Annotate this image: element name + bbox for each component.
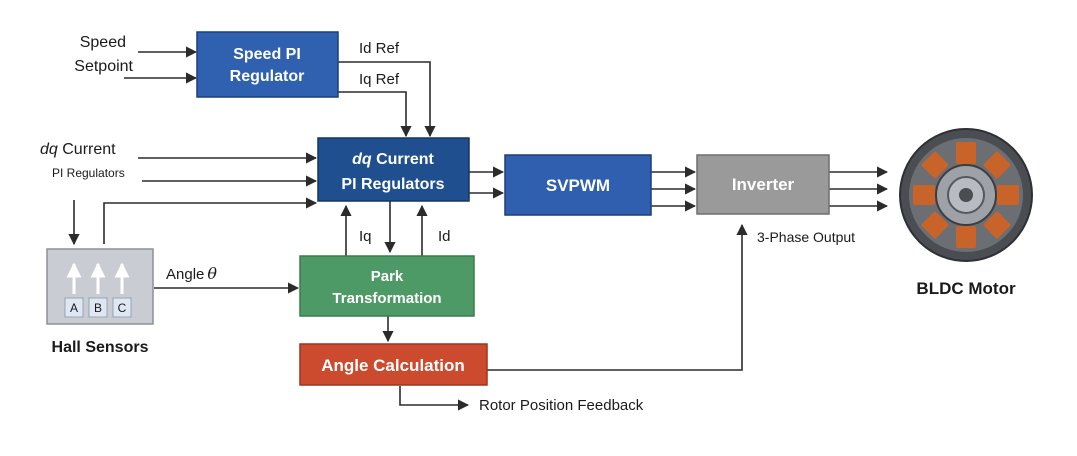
angle-calculation-block: Angle Calculation xyxy=(299,343,488,386)
park-transformation-block: Park Transformation xyxy=(299,255,475,317)
speed-pi-line1: Speed PI xyxy=(233,46,301,63)
hall-sensors-label: Hall Sensors xyxy=(52,339,149,356)
id-label: Id xyxy=(438,228,451,245)
svpwm-block: SVPWM xyxy=(504,154,652,216)
speed-pi-regulator-block: Speed PI Regulator xyxy=(196,31,339,98)
three-phase-label: 3-Phase Output xyxy=(757,229,855,245)
hall-channel-c-box xyxy=(112,297,132,318)
park-line2: Transformation xyxy=(332,290,441,307)
iq-ref-arrow xyxy=(338,91,412,138)
hall-channel-c: C xyxy=(118,301,127,315)
hall-channel-b: B xyxy=(94,301,102,315)
dq-block-italic: dq xyxy=(352,151,372,168)
park-line1: Park xyxy=(371,268,404,285)
iq-ref-label: Iq Ref xyxy=(359,71,400,88)
rotor-feedback-arrow xyxy=(399,386,470,411)
dq-current-rest: Current xyxy=(58,141,116,158)
hall-channel-a-box xyxy=(64,297,84,318)
angle-calc-label: Angle Calculation xyxy=(321,356,465,375)
motor-stator-coils xyxy=(913,142,1019,248)
theta-symbol: θ xyxy=(207,264,217,283)
rotor-feedback-label: Rotor Position Feedback xyxy=(479,397,644,414)
speed-label: Speed xyxy=(80,34,126,51)
dq-block-line2: PI Regulators xyxy=(341,176,444,193)
connection-lines xyxy=(68,46,889,411)
svpwm-label: SVPWM xyxy=(546,176,610,195)
text-labels: Speed Setpoint Id Ref Iq Ref dq Current … xyxy=(40,34,1016,414)
setpoint-label: Setpoint xyxy=(74,58,133,75)
hall-feedback-arrow xyxy=(103,197,318,244)
pi-regulators-label: PI Regulators xyxy=(52,166,125,180)
bldc-motor-icon xyxy=(899,128,1033,262)
dq-current-italic: dq xyxy=(40,141,58,158)
angle-calc-to-inverter-arrow xyxy=(487,223,748,371)
inverter-label: Inverter xyxy=(732,175,795,194)
dq-current-label: dq Current xyxy=(40,141,116,158)
iq-label: Iq xyxy=(359,228,372,245)
speed-pi-line2: Regulator xyxy=(230,68,305,85)
dq-current-pi-block: dq Current PI Regulators xyxy=(317,137,470,202)
id-ref-arrow xyxy=(338,61,436,138)
hall-channel-b-box xyxy=(88,297,108,318)
dq-block-rest: Current xyxy=(372,151,435,168)
angle-label: Angle xyxy=(166,266,204,283)
hall-sensors-block: A B C xyxy=(46,248,154,325)
hall-arrow-icons xyxy=(66,262,130,294)
id-ref-label: Id Ref xyxy=(359,40,400,57)
inverter-block: Inverter xyxy=(696,154,830,215)
bldc-motor-label: BLDC Motor xyxy=(916,279,1016,298)
hall-channel-a: A xyxy=(70,301,78,315)
dq-block-line1: dq Current xyxy=(352,151,434,168)
